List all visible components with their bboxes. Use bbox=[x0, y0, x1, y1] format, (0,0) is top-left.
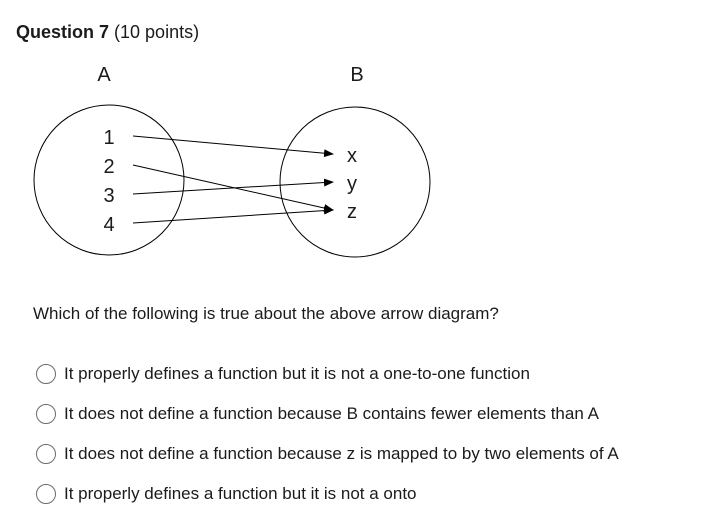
answer-option-label: It does not define a function because z … bbox=[64, 444, 619, 463]
answer-options: It properly defines a function but it is… bbox=[36, 354, 619, 514]
answer-option[interactable]: It properly defines a function but it is… bbox=[36, 474, 619, 514]
arrow-diagram: A B 1 2 3 4 xyz bbox=[33, 64, 431, 258]
mapping-arrow bbox=[132, 206, 334, 224]
set-b-circle bbox=[279, 106, 431, 258]
answer-option[interactable]: It does not define a function because B … bbox=[36, 394, 619, 434]
answer-option[interactable]: It properly defines a function but it is… bbox=[36, 354, 619, 394]
radio-button[interactable] bbox=[36, 484, 56, 504]
set-b-label: B bbox=[350, 64, 363, 86]
answer-option[interactable]: It does not define a function because z … bbox=[36, 434, 619, 474]
question-prompt: Which of the following is true about the… bbox=[33, 304, 499, 323]
answer-option-label: It properly defines a function but it is… bbox=[64, 484, 417, 503]
radio-button[interactable] bbox=[36, 364, 56, 384]
question-header: Question 7 (10 points) bbox=[16, 20, 199, 44]
set-a-label: A bbox=[97, 64, 111, 86]
set-a-elements: 1 2 3 4 bbox=[103, 127, 114, 236]
set-a-element: 3 bbox=[103, 185, 114, 207]
set-a-element: 1 bbox=[103, 127, 114, 149]
set-a-element: 4 bbox=[103, 214, 114, 236]
mapping-arrow bbox=[132, 178, 334, 195]
question-title: Question 7 bbox=[16, 22, 110, 42]
question-points: (10 points) bbox=[114, 22, 200, 42]
set-b-element: y bbox=[347, 173, 357, 195]
set-a-element: 2 bbox=[103, 156, 114, 178]
answer-option-label: It does not define a function because B … bbox=[64, 404, 599, 423]
set-b-element: x bbox=[347, 145, 357, 167]
set-a-circle bbox=[33, 104, 185, 256]
radio-button[interactable] bbox=[36, 444, 56, 464]
set-b-element: z bbox=[347, 201, 357, 223]
mapping-arrows bbox=[132, 135, 334, 224]
answer-option-label: It properly defines a function but it is… bbox=[64, 364, 530, 383]
set-b-elements: xyz bbox=[347, 145, 357, 223]
radio-button[interactable] bbox=[36, 404, 56, 424]
mapping-arrow bbox=[132, 135, 334, 158]
